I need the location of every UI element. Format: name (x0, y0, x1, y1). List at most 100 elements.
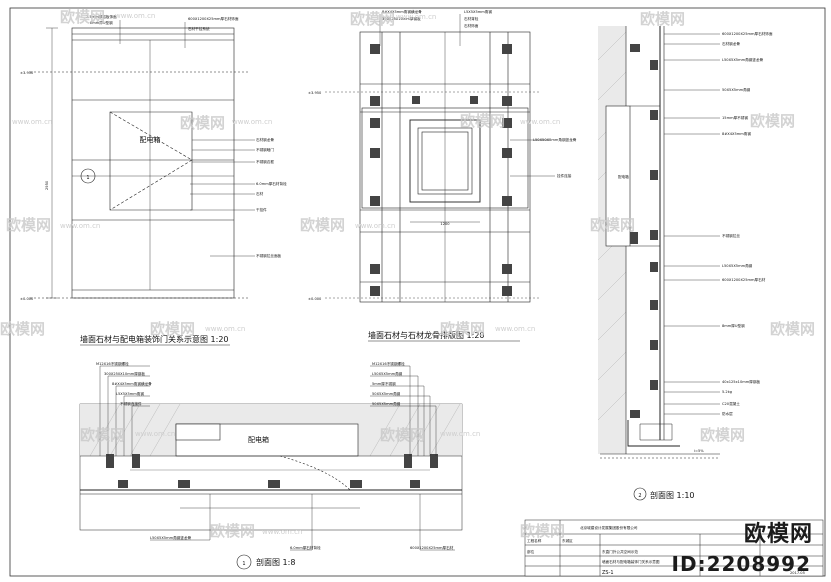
note-frame-right-0: L50X50X5mm角钢竖龙骨 (533, 137, 577, 142)
watermark-url: www.om.cn (135, 430, 176, 438)
note-sec1-bottom-0: L50X5X5mm角钢竖龙骨 (150, 535, 191, 540)
note-elev-right-6: 不锈钢拉丝面板 (256, 253, 282, 258)
title-block-row-3: 东直门外公共空间示范 (602, 549, 638, 554)
watermark-url: www.om.cn (12, 118, 53, 126)
section-marker-1: 1 (86, 175, 89, 181)
section-box-label: 配电箱 (248, 435, 269, 444)
watermark-brand: 欧模网 (590, 217, 636, 234)
note-sec2-1: 石材钢龙骨 (722, 41, 740, 46)
title-block-row-0: 工程名称 (527, 538, 542, 543)
note-sec1-bottom-2: 600X1200X25mm厚石材 (410, 545, 454, 550)
watermark-brand: 欧模网 (460, 113, 506, 130)
note-sec2-6: 不锈钢拉丝 (722, 233, 740, 238)
watermark-brand-large: 欧模网 (743, 522, 813, 547)
note-frame-top-4: 石材饰面 (464, 23, 479, 28)
title-block-date: 2017.05 (790, 571, 805, 575)
note-sec1-left-2: 8#X4X5mm角钢横龙骨 (112, 381, 152, 386)
title-block-row-1: 东城区 (562, 538, 573, 543)
note-sec2-11: 5.2kg (722, 390, 732, 394)
watermark-url: www.om.cn (396, 13, 437, 21)
watermark-brand: 欧模网 (520, 523, 566, 540)
note-sec1-bottom-1: 6.0mm厚石材背栓 (290, 545, 321, 550)
watermark-url: www.om.cn (520, 118, 561, 126)
slope-note: i=5% (694, 449, 704, 453)
elevation-title: 墙面石材与配电箱装饰门关系示意图 1:20 (80, 334, 229, 344)
elevation-view (30, 20, 255, 299)
note-sec2-0: 600X1200X25mm厚石材饰面 (722, 31, 773, 36)
section-2-view (597, 26, 720, 501)
watermark-brand: 欧模网 (440, 321, 486, 338)
elevation-box-label: 配电箱 (140, 135, 161, 144)
note-elev-right-3: 6.0mm厚石材背栓 (256, 181, 287, 186)
note-sec1-left-0: M12X16不锈钢螺栓 (96, 361, 129, 366)
note-sec2-5: 8#X4X5mm角钢 (722, 131, 751, 136)
note-sec1-right-4: 50X5X5mm角钢 (372, 401, 401, 406)
watermark-url: www.om.cn (495, 325, 536, 333)
title-block-drawing-no: ZS-1 (602, 570, 614, 576)
note-sec2-13: 防水层 (722, 411, 733, 416)
note-sec2-9: 8mm厚U型钢 (722, 323, 745, 328)
watermark-brand: 欧模网 (350, 11, 396, 28)
note-elev-right-1: 不锈钢暗门 (256, 147, 274, 152)
watermark-brand: 欧模网 (380, 427, 426, 444)
note-frame-right2-0: 挂件连接 (557, 173, 572, 178)
section2-title: 剖面图 1:10 (650, 490, 695, 500)
watermark-brand: 欧模网 (640, 11, 686, 28)
note-sec1-right-0: M12X16不锈钢螺栓 (372, 361, 405, 366)
note-sec2-2: L50X5X5mm角钢竖龙骨 (722, 57, 763, 62)
note-elev-right-4: 石材 (256, 191, 264, 196)
watermark-brand: 欧模网 (300, 217, 346, 234)
note-elev-right-2: 不锈钢边框 (256, 159, 274, 164)
watermark-id: ID:2208992 (671, 552, 811, 576)
watermark-url: www.om.cn (205, 325, 246, 333)
note-elev-top-1: 8mm厚U型钢 (90, 20, 113, 25)
vertical-box-label: 配电箱 (618, 174, 629, 179)
frame-level-bottom: ±0.000 (308, 297, 322, 301)
note-sec1-right-1: L50X5X5mm角钢 (372, 371, 403, 376)
frame-title: 墙面石材与石材龙骨排版图 1:20 (368, 330, 485, 340)
section1-left-notes: M12X16不锈钢螺栓 300X250X10mm厚钢板 8#X4X5mm角钢横龙… (96, 361, 152, 406)
frame-level-top: ±3.950 (308, 91, 322, 95)
note-sec1-left-3: L5X5X5mm角钢 (116, 391, 144, 396)
section1-right-notes: M12X16不锈钢螺栓 L50X5X5mm角钢 5mm厚不锈钢 50X5X5mm… (372, 361, 405, 406)
section-marker-1b: 1 (242, 561, 245, 567)
note-sec1-left-1: 300X250X10mm厚钢板 (104, 371, 145, 376)
frame-top-notes: 8#X4X5mm角钢横龙骨 300X25X10mm厚钢板 L5X5X5mm角钢 … (382, 9, 492, 28)
watermark-url: www.om.cn (440, 430, 481, 438)
note-elev-right-0: 石材钢龙骨 (256, 137, 274, 142)
note-sec2-10: 40x125x10mm厚钢板 (722, 379, 760, 384)
note-elev-top-0: 2.5mm厚铝板饰面 (86, 14, 117, 19)
note-elev-right-5: 干挂件 (256, 207, 267, 212)
watermark-brand: 欧模网 (150, 321, 196, 338)
watermark-brand: 欧模网 (0, 321, 46, 338)
note-sec2-12: C20混凝土 (722, 401, 740, 406)
section-marker-2: 2 (638, 493, 641, 499)
watermark-url: www.om.cn (232, 118, 273, 126)
note-sec2-7: L50X5X5mm角钢 (722, 263, 753, 268)
section2-right-notes: 600X1200X25mm厚石材饰面 石材钢龙骨 L50X5X5mm角钢竖龙骨 … (722, 31, 773, 416)
frame-layout-view (325, 14, 555, 303)
section-1-view (79, 365, 463, 570)
watermark-brand: 欧模网 (180, 115, 226, 132)
watermark-url: www.om.cn (60, 222, 101, 230)
note-frame-top-0: 8#X4X5mm角钢横龙骨 (382, 9, 422, 14)
elevation-height-dim: 2950 (45, 180, 49, 190)
watermark-brand: 欧模网 (80, 427, 126, 444)
watermark-brand: 欧模网 (6, 217, 52, 234)
note-sec1-left-4: 不锈钢连接件 (120, 401, 142, 406)
note-elev-top2-0: 600X1200X25mm厚石材饰面 (188, 16, 239, 21)
level-mark-bottom: ±0.000 (20, 297, 34, 301)
watermark-brand: 欧模网 (700, 427, 746, 444)
watermark-url: www.om.cn (355, 222, 396, 230)
note-sec2-3: 50X5X5mm角钢 (722, 87, 751, 92)
note-sec2-8: 600X1200X25mm厚石材 (722, 277, 766, 282)
note-sec1-right-3: 50X5X5mm角钢 (372, 391, 401, 396)
title-block-row-2: 部位 (527, 549, 535, 554)
frame-width-dim: 1200 (440, 222, 450, 226)
watermark-url: www.om.cn (262, 528, 303, 536)
note-frame-top-2: L5X5X5mm角钢 (464, 9, 492, 14)
watermark-brand: 欧模网 (750, 113, 796, 130)
page-border (9, 7, 826, 577)
note-sec1-right-2: 5mm厚不锈钢 (372, 381, 396, 386)
